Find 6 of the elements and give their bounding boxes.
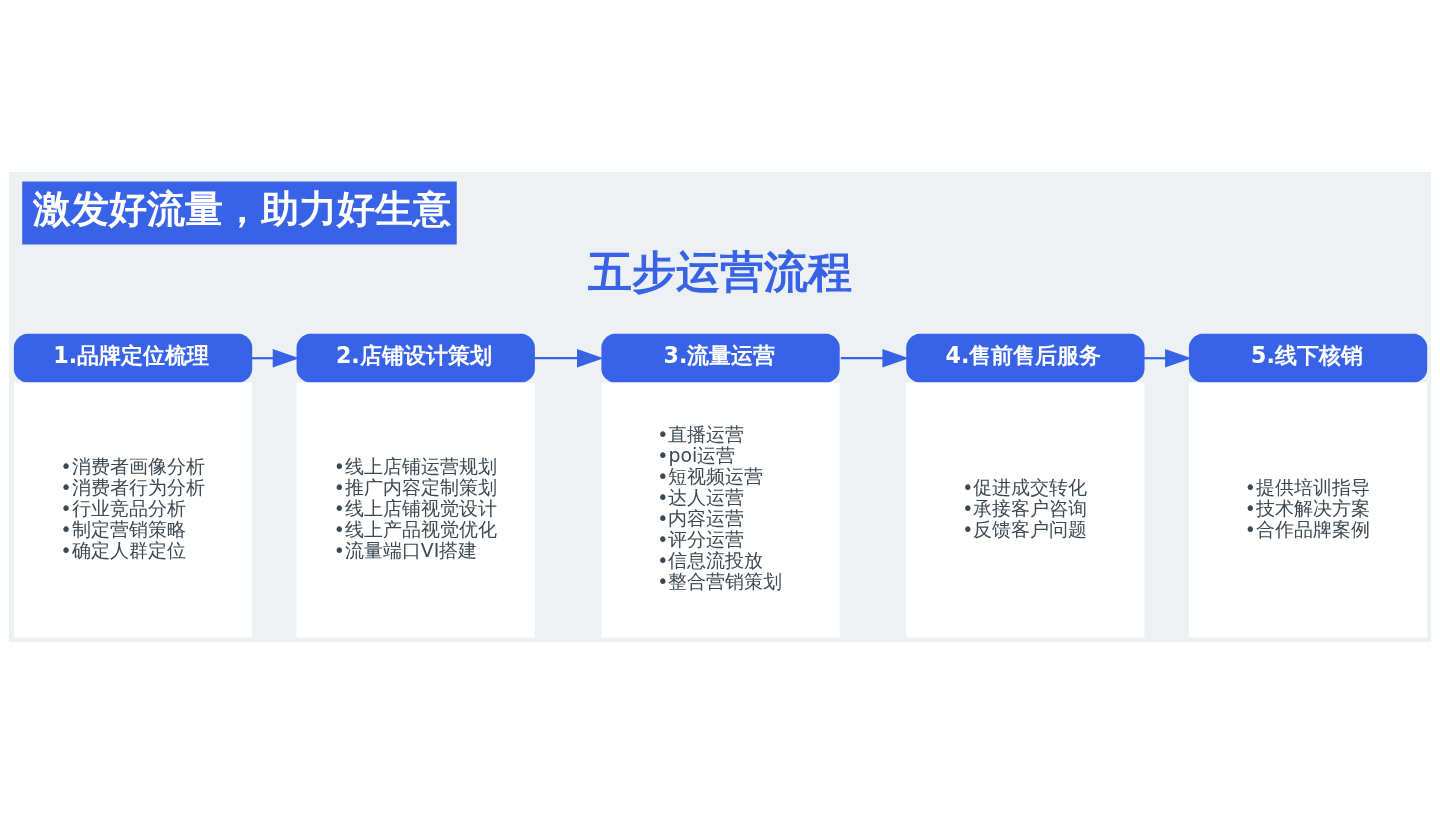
arrow (251, 348, 300, 368)
arrow (534, 348, 604, 368)
label: 五步运营流程 (587, 245, 852, 297)
diagram-title: 激发好流量，助力好生意 (33, 186, 452, 231)
arrow (840, 348, 910, 368)
arrow (1144, 348, 1192, 368)
